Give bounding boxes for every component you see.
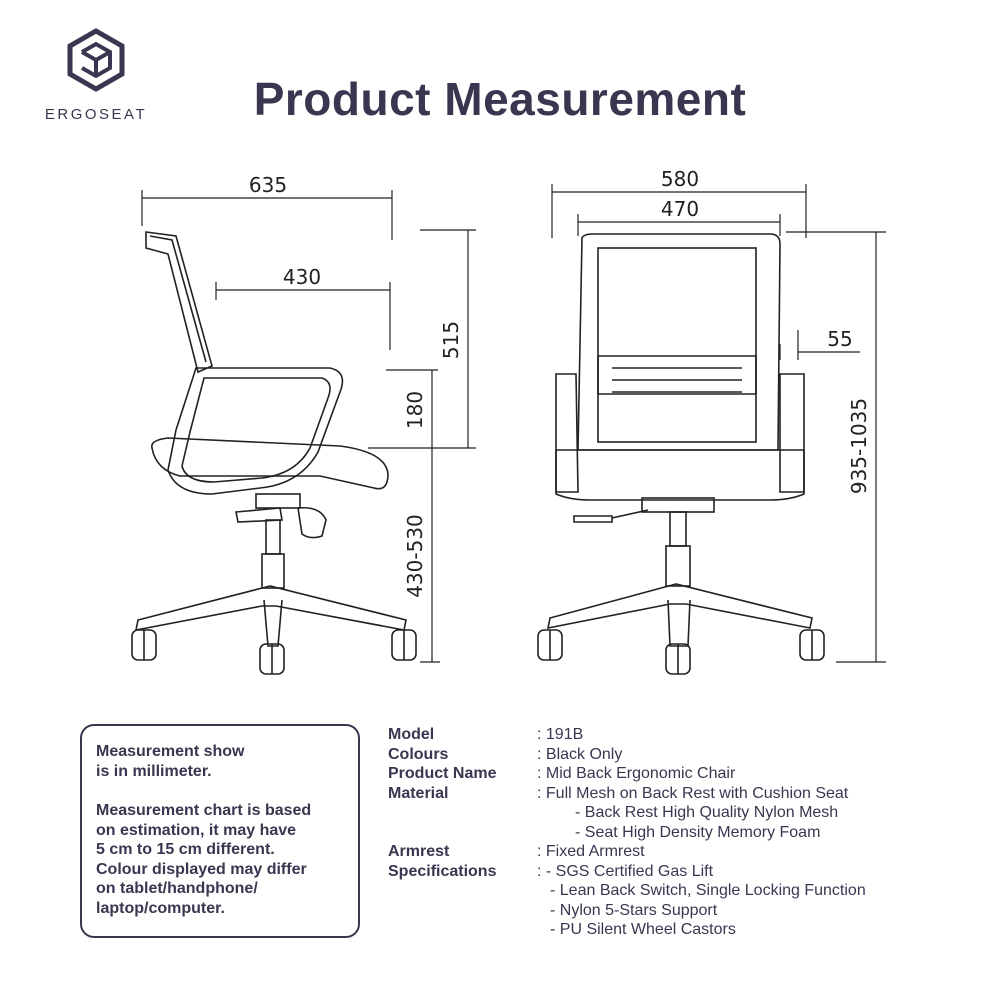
note-line: on estimation, it may have [96, 821, 297, 839]
dim-total-height: 935-1035 [847, 398, 871, 494]
spacer [388, 803, 496, 823]
spec-value-colours: : Black Only [537, 745, 623, 763]
spec-value-material: : Full Mesh on Back Rest with Cushion Se… [537, 784, 849, 802]
note-line: Measurement chart is based [96, 802, 312, 819]
dim-seat-width: 470 [661, 197, 699, 221]
brand-logo: ERGOSEAT [36, 28, 156, 128]
hexagon-cube-logo-icon [67, 28, 125, 92]
note-line: Colour displayed may differ [96, 860, 307, 878]
spec-labels: Model Colours Product Name Material Armr… [388, 725, 496, 881]
front-view-chair [537, 233, 825, 675]
note-text: Measurement show is in millimeter. [96, 742, 244, 781]
side-view-chair [131, 231, 417, 675]
spec-value-product-name: : Mid Back Ergonomic Chair [537, 765, 736, 782]
spec-label-specifications: Specifications [388, 862, 497, 880]
spec-label-material: Material [388, 784, 449, 802]
dim-seat-depth: 430 [283, 265, 321, 289]
spec-label-armrest: Armrest [388, 843, 450, 860]
note-line: on tablet/handphone/ [96, 880, 258, 897]
dimension-labels: 635 430 515 180 430-530 580 470 55 935-1… [249, 167, 871, 598]
spec-value-spec-4: - PU Silent Wheel Castors [550, 921, 736, 938]
spec-label-colours: Colours [388, 745, 449, 763]
note-line: is in millimeter. [96, 762, 212, 780]
spec-label-model: Model [388, 726, 435, 743]
spec-value-model: : 191B [537, 726, 584, 743]
spec-value-material-foam: - Seat High Density Memory Foam [575, 823, 821, 841]
dim-side-depth: 635 [249, 173, 287, 197]
note-line: 5 cm to 15 cm different. [96, 841, 275, 858]
dimension-lines [141, 184, 886, 663]
spec-value-spec-1: : - SGS Certified Gas Lift [537, 862, 714, 880]
dim-back-height: 515 [439, 321, 463, 359]
spec-value-armrest: : Fixed Armrest [537, 843, 645, 860]
spacer [388, 823, 496, 843]
brand-name: ERGOSEAT [44, 106, 148, 123]
note-text-disclaimer: Measurement chart is based on estimation… [96, 801, 311, 918]
spec-value-material-mesh: - Back Rest High Quality Nylon Mesh [575, 804, 839, 821]
spec-value-spec-3: - Nylon 5-Stars Support [550, 901, 718, 919]
note-line: laptop/computer. [96, 899, 225, 917]
spec-values: : 191B : Black Only : Mid Back Ergonomic… [537, 725, 866, 940]
dim-arm-gap: 55 [827, 327, 852, 351]
page-title: Product Measurement [253, 73, 747, 125]
measurement-note-box [80, 724, 360, 938]
chair-dimension-drawing: 635 430 515 180 430-530 580 470 55 935-1… [131, 167, 886, 675]
spec-label-product-name: Product Name [388, 765, 497, 782]
note-line: Measurement show [96, 743, 245, 760]
dim-seat-height: 430-530 [403, 514, 427, 598]
spec-value-spec-2: - Lean Back Switch, Single Locking Funct… [550, 882, 866, 899]
dim-arm-height: 180 [403, 391, 427, 429]
dim-front-width: 580 [661, 167, 699, 191]
